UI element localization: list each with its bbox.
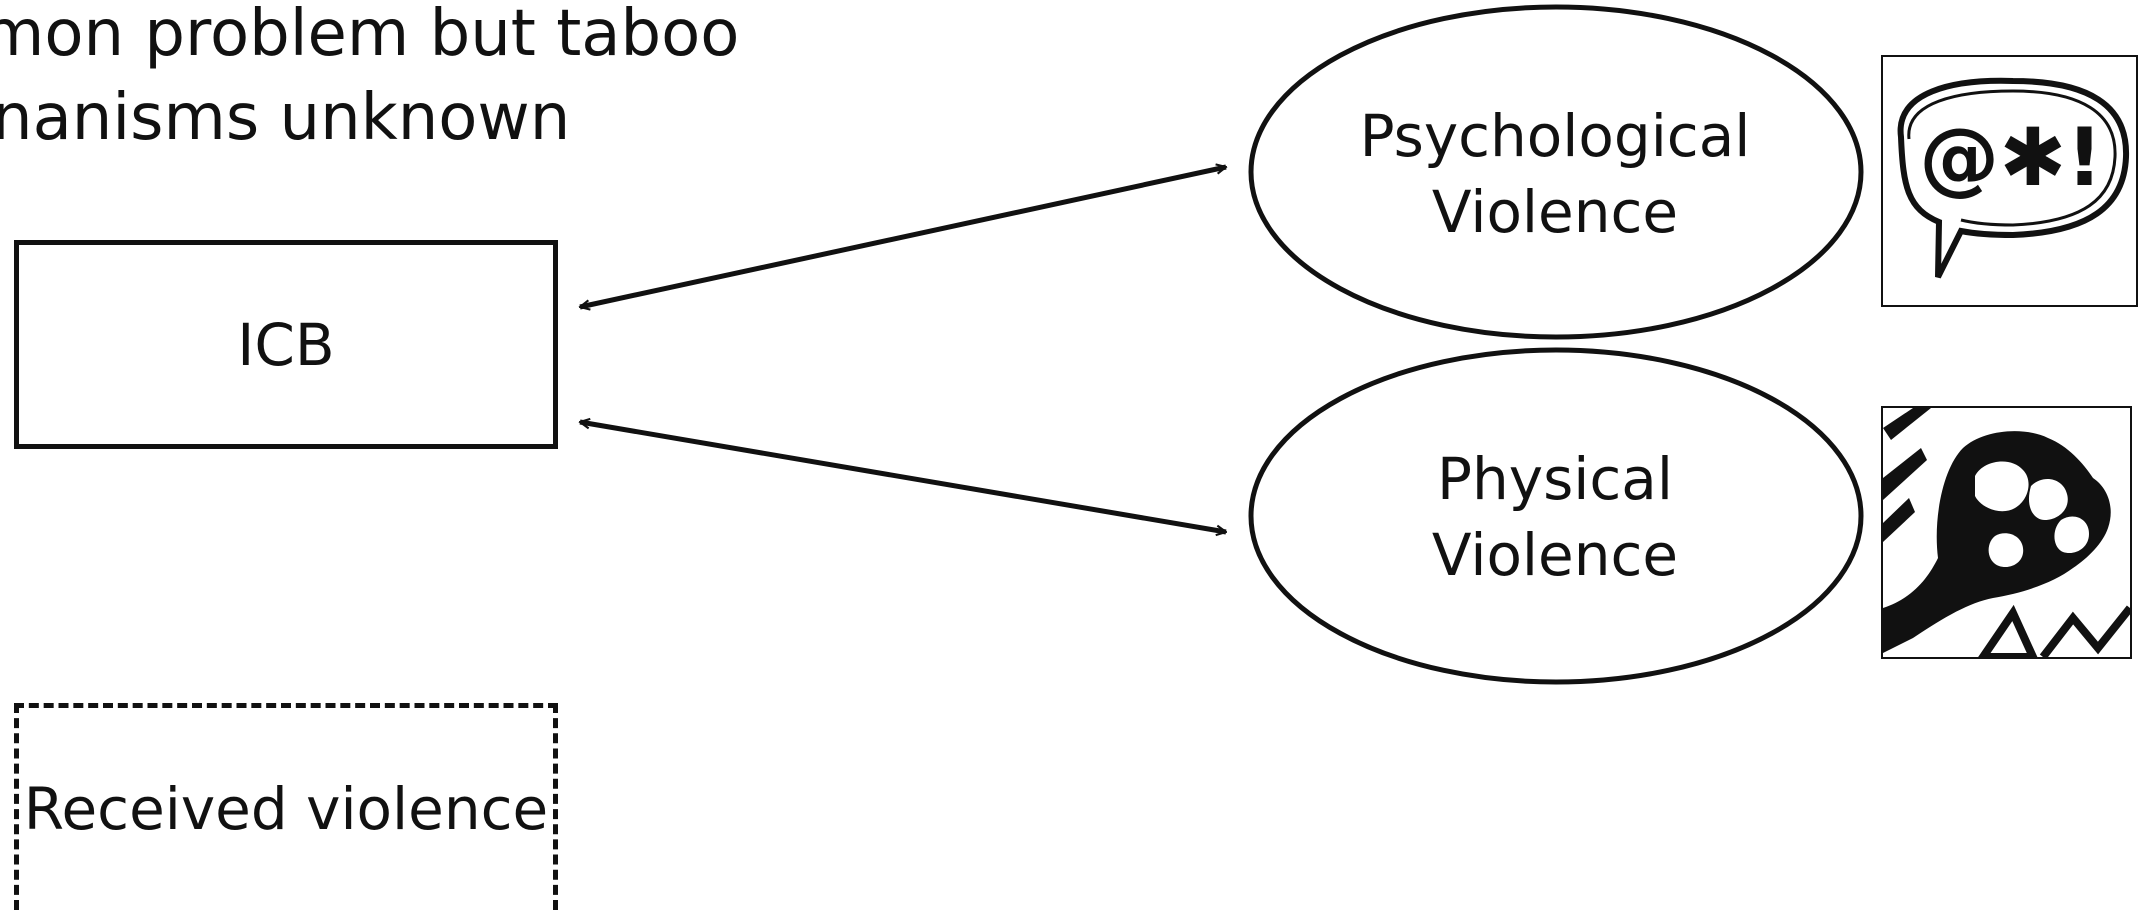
physical-ellipse xyxy=(1248,347,1864,685)
received-violence-node: Received violence xyxy=(14,703,558,910)
icb-label: ICB xyxy=(237,310,335,379)
psychological-violence-label: Psychological Violence xyxy=(1255,98,1855,250)
arrow-icb-physical xyxy=(580,422,1226,532)
psychological-label-line1: Psychological xyxy=(1359,102,1751,170)
received-violence-label: Received violence xyxy=(23,775,549,843)
intro-line-1: mon problem but taboo xyxy=(0,0,740,71)
intro-line-2: nanisms unknown xyxy=(0,81,571,155)
physical-label-line2: Violence xyxy=(1431,521,1679,589)
psychological-label-line2: Violence xyxy=(1431,178,1679,246)
curse-symbols: @✱! xyxy=(1919,111,2103,204)
psychological-ellipse xyxy=(1248,4,1864,340)
physical-violence-label: Physical Violence xyxy=(1255,441,1855,593)
physical-label-line1: Physical xyxy=(1437,445,1673,513)
cursing-speech-bubble-icon: @✱! xyxy=(1881,55,2138,307)
arrow-icb-psychological xyxy=(580,167,1226,307)
raised-fist-icon xyxy=(1881,406,2132,659)
icb-node: ICB xyxy=(14,240,558,449)
